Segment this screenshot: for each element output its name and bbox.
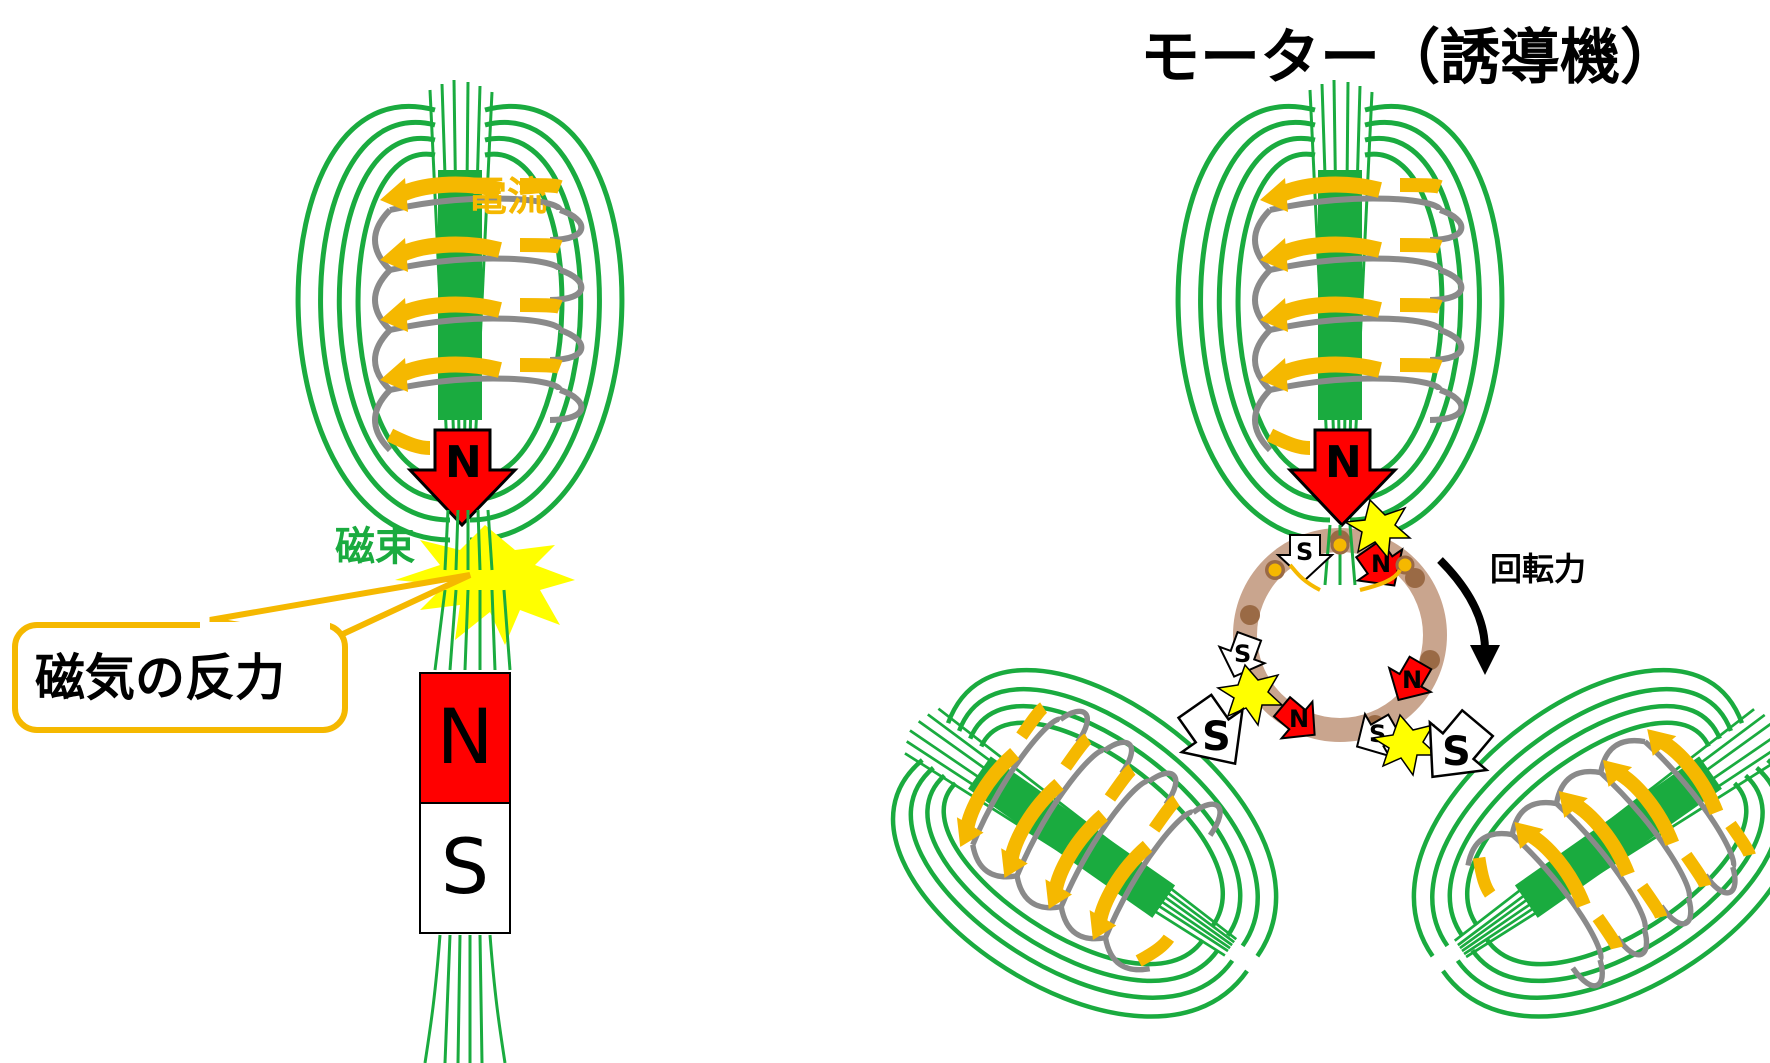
rotor-pole-label-2: S bbox=[1234, 640, 1251, 668]
stator-pole-left-s: S bbox=[1176, 693, 1245, 766]
stator-pole-label-1: S bbox=[1442, 729, 1471, 775]
stator-pole-right-s: S bbox=[1428, 708, 1495, 779]
rotor-pole-label-1: N bbox=[1371, 550, 1391, 578]
rotation-label: 回転力 bbox=[1490, 550, 1586, 588]
rotor-pole-left-n: N bbox=[1272, 695, 1316, 740]
rotor-pole-label-3: N bbox=[1289, 705, 1309, 733]
stator-north-arrow: N bbox=[1286, 428, 1399, 528]
magnet-south-label: S bbox=[441, 822, 489, 911]
rotor-current-markers bbox=[1265, 535, 1415, 592]
magnet-north-label: N bbox=[437, 692, 494, 781]
spark-burst bbox=[395, 525, 575, 645]
rotation-arrow bbox=[1437, 557, 1500, 675]
rotor-pole-top-s: S bbox=[1275, 534, 1335, 582]
stator-pole-label-0: S bbox=[1202, 714, 1231, 760]
gap-flux-lines bbox=[433, 509, 512, 671]
callout-text: 磁気の反力 bbox=[35, 649, 285, 707]
flux-label: 磁束 bbox=[335, 524, 415, 570]
rotor-spark-left bbox=[1215, 663, 1284, 727]
rotor-pole-label-5: N bbox=[1402, 666, 1422, 694]
stator-north-arrow-label: N bbox=[1325, 437, 1362, 488]
rotor-pole-right-n: N bbox=[1387, 655, 1434, 702]
bar-magnet: N S bbox=[419, 672, 511, 934]
bottom-flux-lines bbox=[423, 934, 507, 1063]
rotor-pole-left-s: S bbox=[1217, 630, 1268, 678]
rotor-spark-top bbox=[1342, 498, 1413, 560]
reaction-callout: 磁気の反力 bbox=[12, 572, 472, 733]
current-label: 電流 bbox=[467, 174, 547, 220]
page-title: モーター（誘導機） bbox=[1140, 23, 1680, 93]
coil-north-arrow: N bbox=[406, 428, 519, 528]
rotor-pole-label-0: S bbox=[1296, 538, 1313, 566]
coil-north-arrow-label: N bbox=[445, 437, 482, 488]
